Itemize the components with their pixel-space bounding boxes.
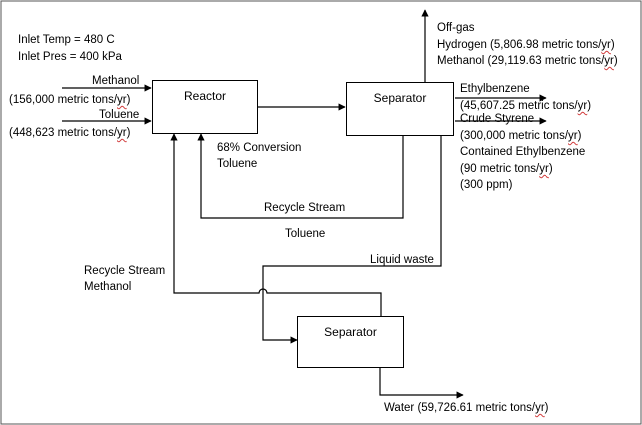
- liquid-waste-stream: [262, 136, 442, 344]
- methanol-recycle-label: Recycle Stream: [84, 265, 166, 277]
- water-label: Water (59,726.61 metric tons/yr): [384, 402, 549, 414]
- offgas-label: Off-gas: [437, 22, 475, 34]
- second-separator-label: Separator: [324, 325, 377, 339]
- toluene-recycle-stream: [197, 133, 404, 219]
- inlet-pres-label: Inlet Pres = 400 kPa: [18, 51, 122, 63]
- inlet-temp-label: Inlet Temp = 480 C: [18, 34, 115, 46]
- conversion-label: 68% Conversion: [217, 142, 302, 154]
- methanol-recycle-stream: [170, 133, 382, 316]
- liquid-waste-label: Liquid waste: [370, 254, 434, 266]
- reactor-box: Reactor: [152, 80, 258, 134]
- methanol-recycle-species: Methanol: [84, 281, 132, 293]
- toluene-feed-name: Toluene: [99, 109, 140, 121]
- contained-ethylbenzene-label: Contained Ethylbenzene: [460, 146, 586, 158]
- ethylbenzene-name: Ethylbenzene: [460, 83, 530, 95]
- ethylbenzene-rate: (45,607.25 metric tons/yr): [460, 100, 592, 112]
- toluene-recycle-species: Toluene: [285, 228, 326, 240]
- toluene-recycle-label: Recycle Stream: [264, 202, 346, 214]
- methanol-feed-rate: (156,000 metric tons/yr): [9, 94, 131, 106]
- conversion-species-label: Toluene: [217, 158, 258, 170]
- crude-styrene-rate: (300,000 metric tons/yr): [460, 130, 582, 142]
- water-stream: [379, 368, 464, 399]
- reactor-label: Reactor: [183, 89, 227, 103]
- separator-label: Separator: [373, 91, 427, 105]
- offgas-hydrogen: Hydrogen (5,806.98 metric tons/yr): [437, 39, 615, 51]
- second-separator-box: Separator: [297, 316, 404, 368]
- methanol-feed-name: Methanol: [92, 75, 140, 87]
- separator-box: Separator: [346, 82, 454, 136]
- contained-ethylbenzene-rate: (90 metric tons/yr): [460, 163, 553, 175]
- contained-ppm-label: (300 ppm): [460, 179, 513, 191]
- offgas-methanol: Methanol (29,119.63 metric tons/yr): [437, 55, 618, 67]
- toluene-feed-rate: (448,623 metric tons/yr): [9, 127, 131, 139]
- crude-styrene-name: Crude Styrene: [460, 113, 535, 125]
